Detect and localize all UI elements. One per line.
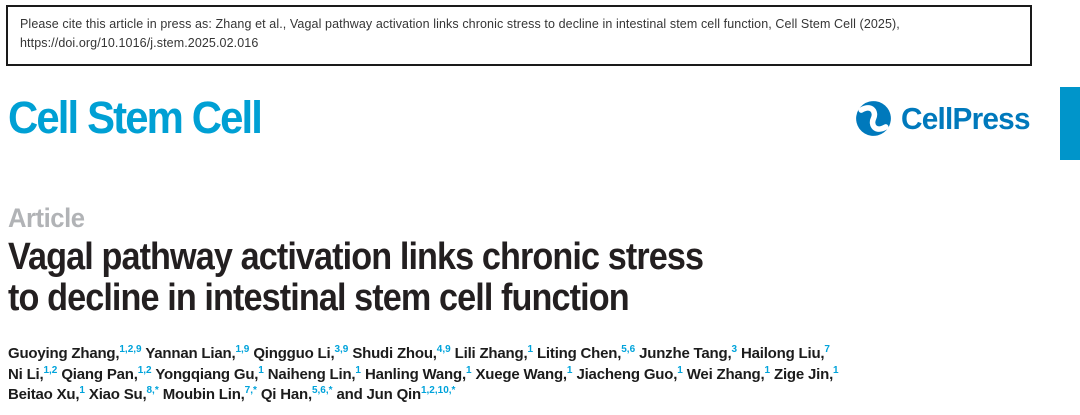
- author-affiliation-superscript: 8,*: [146, 385, 159, 396]
- author-name: Qingguo Li,: [253, 345, 335, 362]
- author-affiliation-superscript: 1: [677, 364, 683, 376]
- author-affiliation-superscript: 1: [566, 364, 573, 376]
- article-title-line2: to decline in intestinal stem cell funct…: [8, 277, 630, 320]
- author-name: Shudi Zhou,: [352, 345, 437, 362]
- author-affiliation-superscript: 7,*: [244, 385, 257, 396]
- author-line: Ni Li,1,2 Qiang Pan,1,2 Yongqiang Gu,1 N…: [8, 365, 1060, 386]
- author-affiliation-superscript: 1,2: [43, 364, 58, 376]
- author-list: Guoying Zhang,1,2,9 Yannan Lian,1,9 Qing…: [8, 344, 1060, 406]
- author-affiliation-superscript: 4,9: [436, 344, 451, 355]
- article-title: Vagal pathway activation links chronic s…: [8, 236, 704, 320]
- article-title-line1: Vagal pathway activation links chronic s…: [8, 236, 704, 278]
- author-affiliation-superscript: 1: [764, 364, 771, 376]
- author-affiliation-superscript: 5,6,*: [311, 385, 333, 396]
- author-affiliation-superscript: 1: [527, 344, 533, 355]
- author-name: Yongqiang Gu,: [155, 365, 259, 383]
- author-affiliation-superscript: 3,9: [334, 344, 349, 355]
- author-name: Hanling Wang,: [364, 365, 466, 383]
- author-name: Qiang Pan,: [61, 365, 138, 383]
- author-name: Qi Han,: [260, 386, 312, 403]
- author-affiliation-superscript: 1: [833, 364, 839, 376]
- author-name: Beitao Xu,: [8, 386, 80, 403]
- author-name: and Jun Qin: [336, 386, 422, 403]
- author-name: Zige Jin,: [774, 365, 834, 383]
- citation-notice-box: Please cite this article in press as: Zh…: [6, 5, 1032, 66]
- journal-logo: Cell Stem Cell: [8, 92, 263, 143]
- author-name: Yannan Lian,: [145, 345, 236, 362]
- author-affiliation-superscript: 1,2,10,*: [420, 385, 456, 396]
- author-affiliation-superscript: 1,9: [235, 344, 250, 355]
- author-affiliation-superscript: 5,6: [621, 344, 636, 355]
- author-affiliation-superscript: 7: [824, 344, 830, 355]
- cellpress-logo: CellPress: [855, 100, 1035, 137]
- author-name: Xiao Su,: [88, 386, 147, 403]
- author-line: Guoying Zhang,1,2,9 Yannan Lian,1,9 Qing…: [8, 344, 1060, 365]
- author-affiliation-superscript: 1: [355, 364, 361, 376]
- author-affiliation-superscript: 1,2,9: [119, 344, 142, 355]
- author-affiliation-superscript: 1: [79, 385, 85, 396]
- author-name: Moubin Lin,: [162, 386, 245, 403]
- author-name: Xuege Wang,: [475, 365, 567, 383]
- author-name: Lili Zhang,: [454, 345, 528, 362]
- article-type-kicker: Article: [8, 203, 85, 233]
- author-name: Liting Chen,: [536, 345, 622, 362]
- author-affiliation-superscript: 1: [258, 364, 264, 376]
- author-name: Jiacheng Guo,: [576, 365, 678, 383]
- author-name: Hailong Liu,: [740, 345, 825, 362]
- page-edge-accent-bar: [1060, 87, 1080, 160]
- author-affiliation-superscript: 1: [465, 364, 472, 376]
- citation-notice-text: Please cite this article in press as: Zh…: [20, 17, 900, 51]
- author-affiliation-superscript: 1,2: [137, 364, 152, 376]
- author-line: Beitao Xu,1 Xiao Su,8,* Moubin Lin,7,* Q…: [8, 385, 1060, 406]
- author-affiliation-superscript: 3: [731, 344, 737, 355]
- cellpress-wordmark: CellPress: [900, 100, 1031, 136]
- author-name: Naiheng Lin,: [267, 365, 356, 383]
- author-name: Wei Zhang,: [686, 365, 765, 383]
- author-name: Ni Li,: [8, 365, 44, 383]
- author-name: Junzhe Tang,: [639, 345, 732, 362]
- author-name: Guoying Zhang,: [8, 345, 120, 362]
- cellpress-swirl-icon: [855, 100, 892, 137]
